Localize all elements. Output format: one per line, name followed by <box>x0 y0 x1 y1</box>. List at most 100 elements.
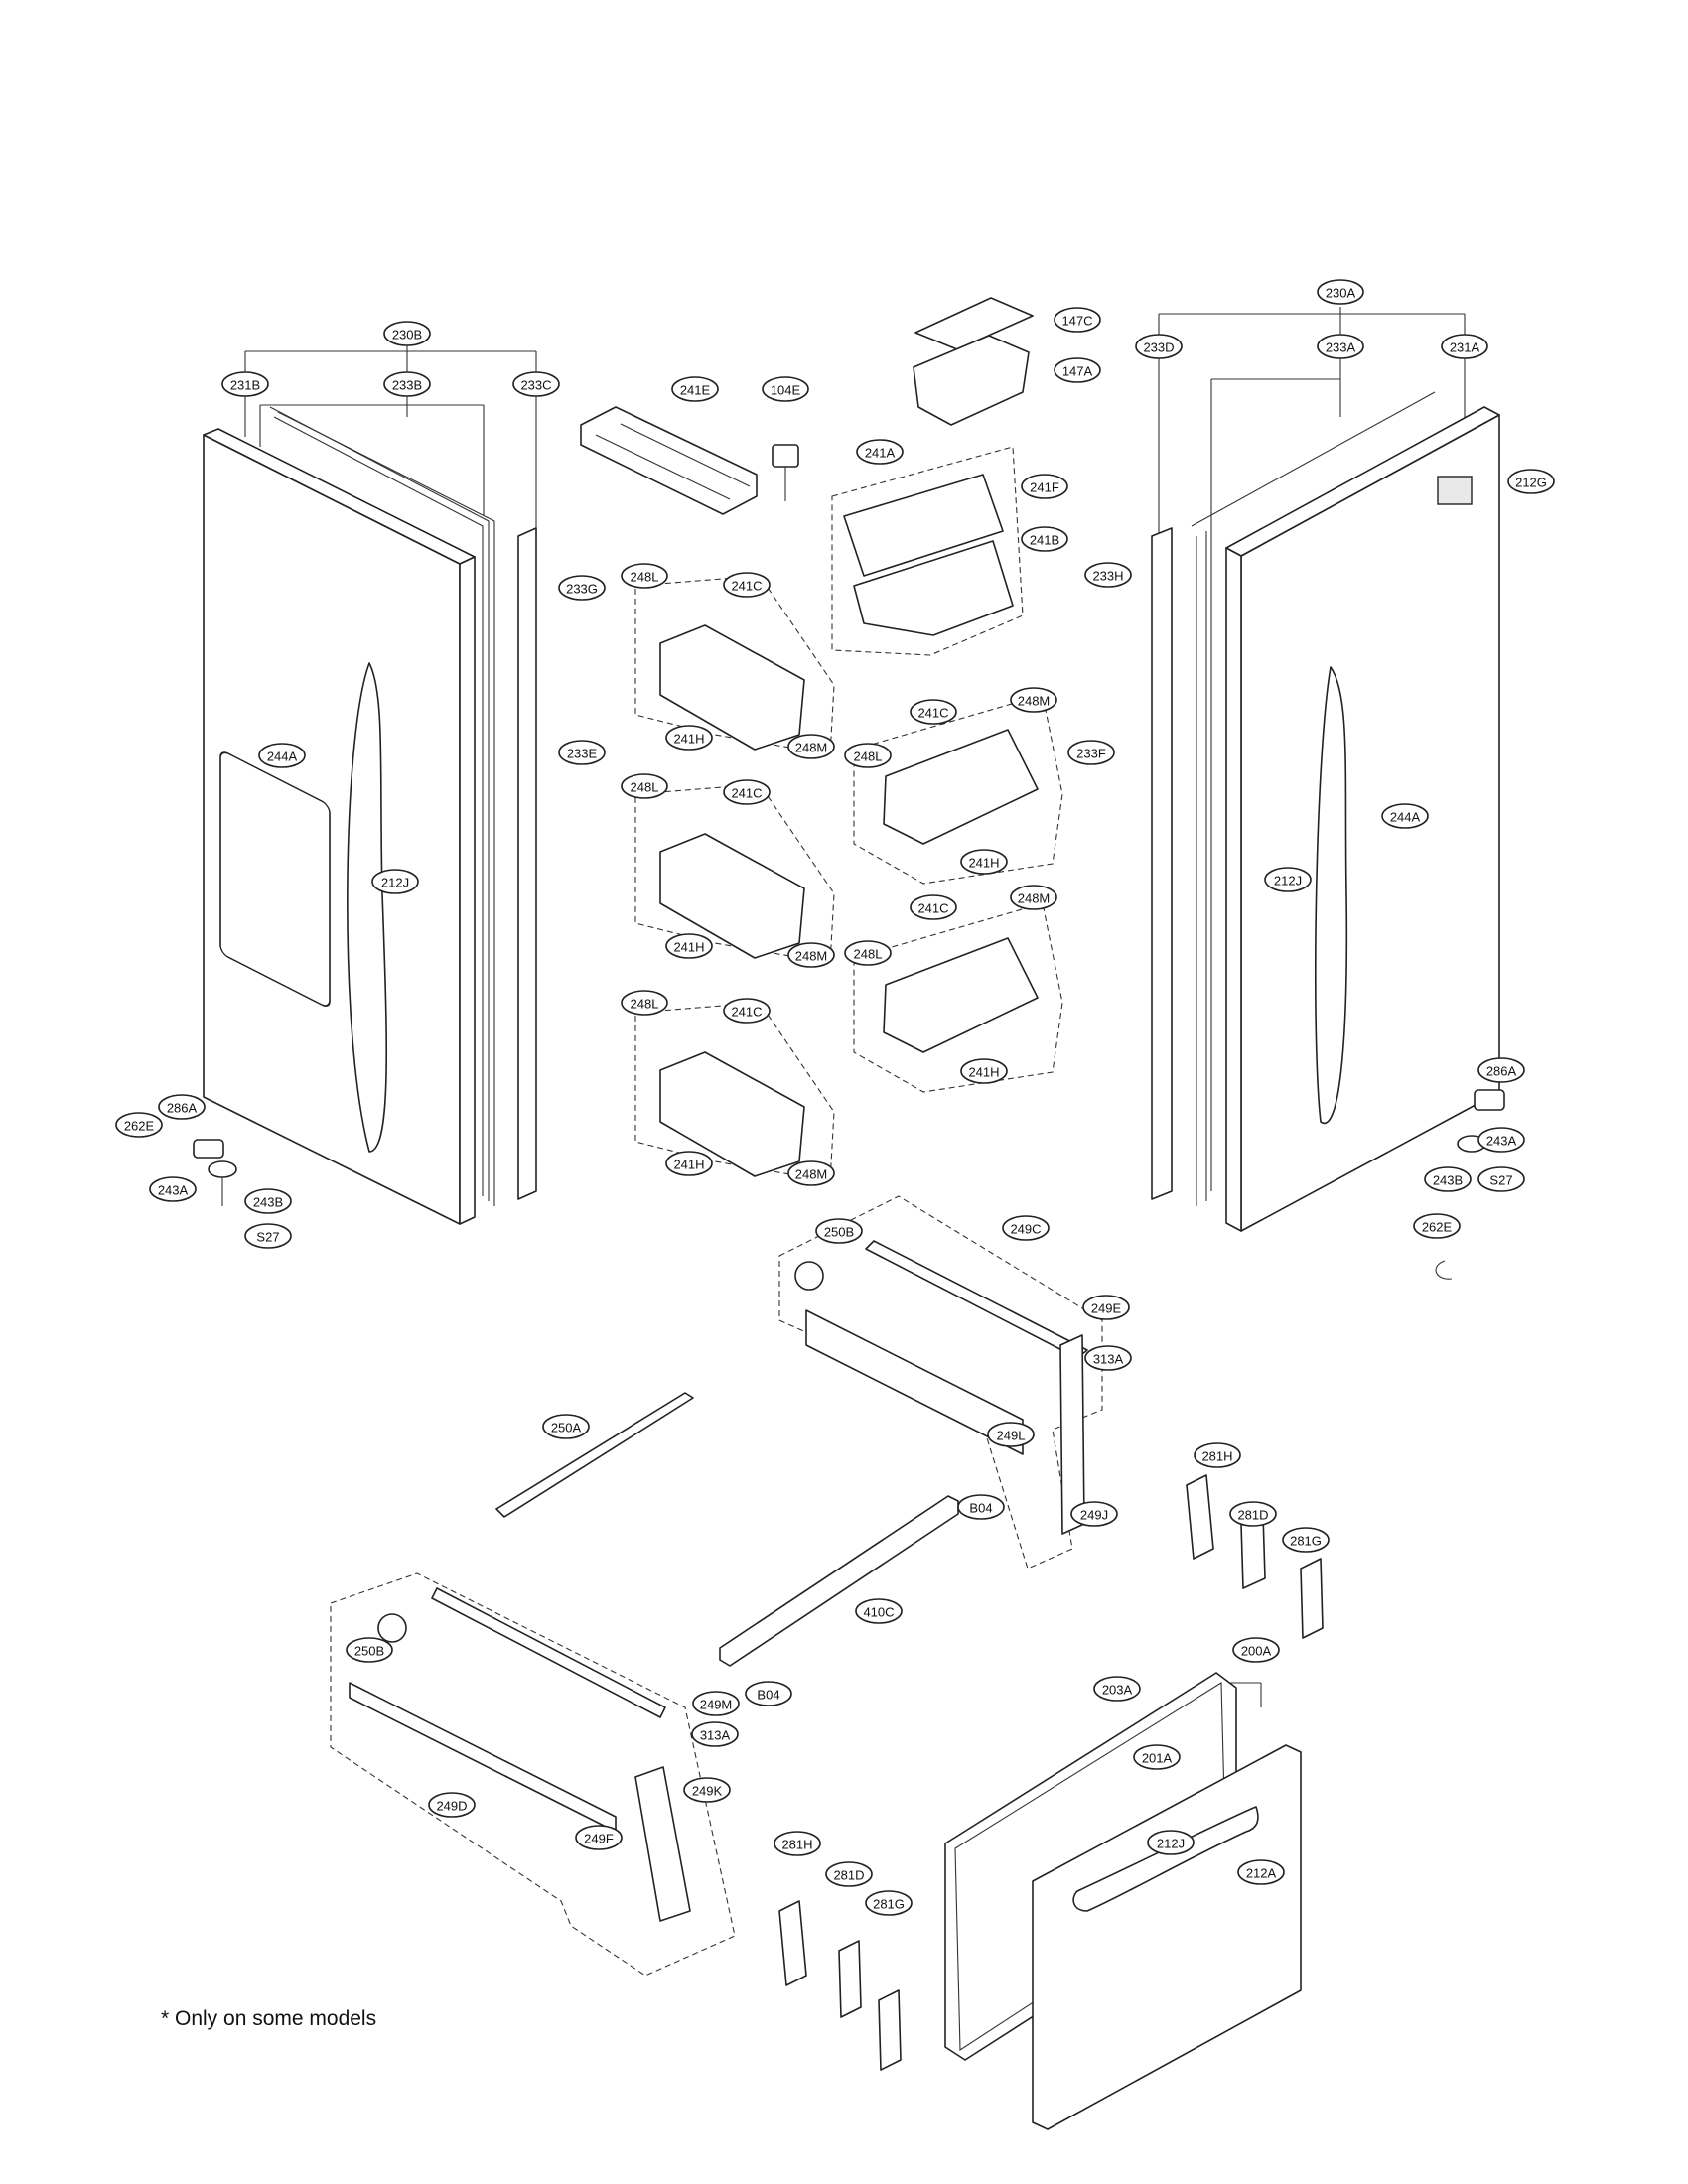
callout-249l: 249L <box>987 1422 1035 1447</box>
svg-text:200A: 200A <box>1241 1644 1272 1659</box>
drawer-front-assembly <box>778 1474 1324 2130</box>
svg-text:241H: 241H <box>968 1065 999 1080</box>
svg-text:201A: 201A <box>1142 1751 1173 1766</box>
callout-b04: B04 <box>957 1494 1005 1520</box>
callout-248l: 248L <box>621 773 668 799</box>
callout-241h: 241H <box>960 1058 1008 1084</box>
callout-231b: 231B <box>221 371 269 397</box>
svg-text:243B: 243B <box>1433 1173 1463 1188</box>
svg-text:241H: 241H <box>673 1158 704 1172</box>
svg-text:203A: 203A <box>1102 1683 1133 1698</box>
svg-text:233C: 233C <box>520 378 551 393</box>
svg-text:230B: 230B <box>392 328 422 342</box>
svg-text:248L: 248L <box>631 570 659 585</box>
callout-248m: 248M <box>787 734 835 759</box>
svg-text:S27: S27 <box>256 1230 279 1245</box>
callout-410c: 410C <box>855 1598 903 1624</box>
callout-201a: 201A <box>1133 1744 1181 1770</box>
svg-text:248M: 248M <box>1018 694 1051 709</box>
callout-243b: 243B <box>244 1188 292 1214</box>
callout-244a: 244A <box>1381 803 1429 829</box>
callout-231a: 231A <box>1441 334 1488 359</box>
svg-text:250B: 250B <box>354 1644 384 1659</box>
callout-281g: 281G <box>865 1890 913 1916</box>
callout-248m: 248M <box>787 1160 835 1186</box>
svg-text:B04: B04 <box>969 1501 992 1516</box>
callout-200a: 200A <box>1232 1637 1280 1663</box>
callout-250b: 250B <box>346 1637 393 1663</box>
svg-text:243B: 243B <box>253 1195 283 1210</box>
callout-233g: 233G <box>558 575 606 601</box>
svg-text:248M: 248M <box>795 949 828 964</box>
dairy-bin-lid <box>914 297 1034 350</box>
svg-text:241H: 241H <box>673 940 704 955</box>
svg-text:249L: 249L <box>997 1429 1026 1443</box>
callout-b04: B04 <box>745 1681 792 1706</box>
callout-248l: 248L <box>621 563 668 589</box>
callout-s27: S27 <box>244 1223 292 1249</box>
callout-313a: 313A <box>691 1721 739 1747</box>
callout-286a: 286A <box>1477 1057 1525 1083</box>
svg-text:241A: 241A <box>865 446 896 461</box>
callout-248l: 248L <box>844 743 892 768</box>
callout-249c: 249C <box>1002 1215 1050 1241</box>
svg-text:248L: 248L <box>854 750 883 764</box>
left-door-handle <box>347 662 388 1153</box>
svg-text:249K: 249K <box>692 1784 723 1799</box>
callout-241c: 241C <box>723 779 771 805</box>
svg-text:410C: 410C <box>863 1605 894 1620</box>
callout-241f: 241F <box>1021 474 1068 499</box>
svg-text:147C: 147C <box>1061 314 1092 329</box>
left-door-assembly <box>126 344 537 1225</box>
svg-text:233A: 233A <box>1326 341 1356 355</box>
callout-250a: 250A <box>542 1414 590 1439</box>
callout-241b: 241B <box>1021 526 1068 552</box>
svg-text:212J: 212J <box>1157 1837 1185 1851</box>
svg-text:241F: 241F <box>1030 480 1059 495</box>
svg-text:248L: 248L <box>631 780 659 795</box>
svg-text:248L: 248L <box>631 997 659 1012</box>
svg-text:241C: 241C <box>731 1005 762 1020</box>
svg-text:281H: 281H <box>1201 1449 1232 1464</box>
dairy-bin <box>913 335 1030 426</box>
svg-text:233E: 233E <box>567 747 598 761</box>
callout-212g: 212G <box>1507 469 1555 494</box>
egg-tray <box>580 406 758 515</box>
svg-text:281G: 281G <box>873 1897 905 1912</box>
callout-250b: 250B <box>815 1218 863 1244</box>
svg-text:233B: 233B <box>392 378 422 393</box>
callout-262e: 262E <box>115 1112 163 1138</box>
svg-text:249C: 249C <box>1010 1222 1041 1237</box>
svg-text:281G: 281G <box>1290 1534 1322 1549</box>
callout-230a: 230A <box>1317 279 1364 305</box>
svg-text:241E: 241E <box>680 383 711 398</box>
callout-241c: 241C <box>723 998 771 1024</box>
svg-text:250A: 250A <box>551 1421 582 1435</box>
svg-text:281D: 281D <box>833 1868 864 1883</box>
callout-281h: 281H <box>774 1831 821 1856</box>
callout-244a: 244A <box>258 743 306 768</box>
callout-241c: 241C <box>723 572 771 598</box>
callout-281d: 281D <box>825 1861 873 1887</box>
svg-text:104E: 104E <box>771 383 801 398</box>
drawer-rail-assembly <box>330 1195 1103 1977</box>
callout-281g: 281G <box>1282 1527 1330 1553</box>
svg-text:248M: 248M <box>795 1167 828 1182</box>
svg-text:248M: 248M <box>1018 891 1051 906</box>
svg-text:262E: 262E <box>124 1119 155 1134</box>
svg-text:233D: 233D <box>1143 341 1174 355</box>
callout-147c: 147C <box>1054 307 1101 333</box>
svg-text:147A: 147A <box>1062 364 1093 379</box>
callout-248m: 248M <box>1010 687 1057 713</box>
callout-262e: 262E <box>1413 1213 1461 1239</box>
callout-248l: 248L <box>621 990 668 1016</box>
svg-text:281H: 281H <box>781 1838 812 1852</box>
svg-text:241C: 241C <box>917 706 948 721</box>
svg-text:262E: 262E <box>1422 1220 1453 1235</box>
callout-241a: 241A <box>856 439 904 465</box>
part-callouts: 230B 231B 233B 233C 233G 233E 244A 212J 286A 262E… <box>115 279 1555 1916</box>
svg-text:243A: 243A <box>158 1183 189 1198</box>
callout-233e: 233E <box>558 740 606 765</box>
svg-text:241C: 241C <box>917 901 948 916</box>
